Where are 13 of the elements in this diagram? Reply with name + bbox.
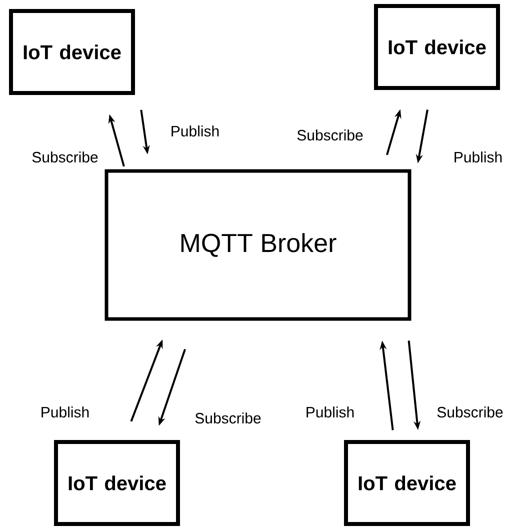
- edge-label: Subscribe: [436, 406, 504, 418]
- device-box: IoT device: [54, 440, 180, 526]
- edge-label: Subscribe: [194, 412, 262, 424]
- edge-label: Publish: [169, 124, 221, 138]
- device-box: IoT device: [9, 9, 135, 95]
- device-box: IoT device: [374, 4, 500, 90]
- broker-box: MQTT Broker: [104, 169, 412, 321]
- edge-label: Publish: [39, 406, 91, 418]
- edge-label: Publish: [304, 406, 356, 418]
- edge-label: Publish: [452, 150, 504, 164]
- edge-label: Subscribe: [30, 150, 100, 164]
- device-box: IoT device: [344, 440, 470, 526]
- edge-label: Subscribe: [296, 128, 364, 142]
